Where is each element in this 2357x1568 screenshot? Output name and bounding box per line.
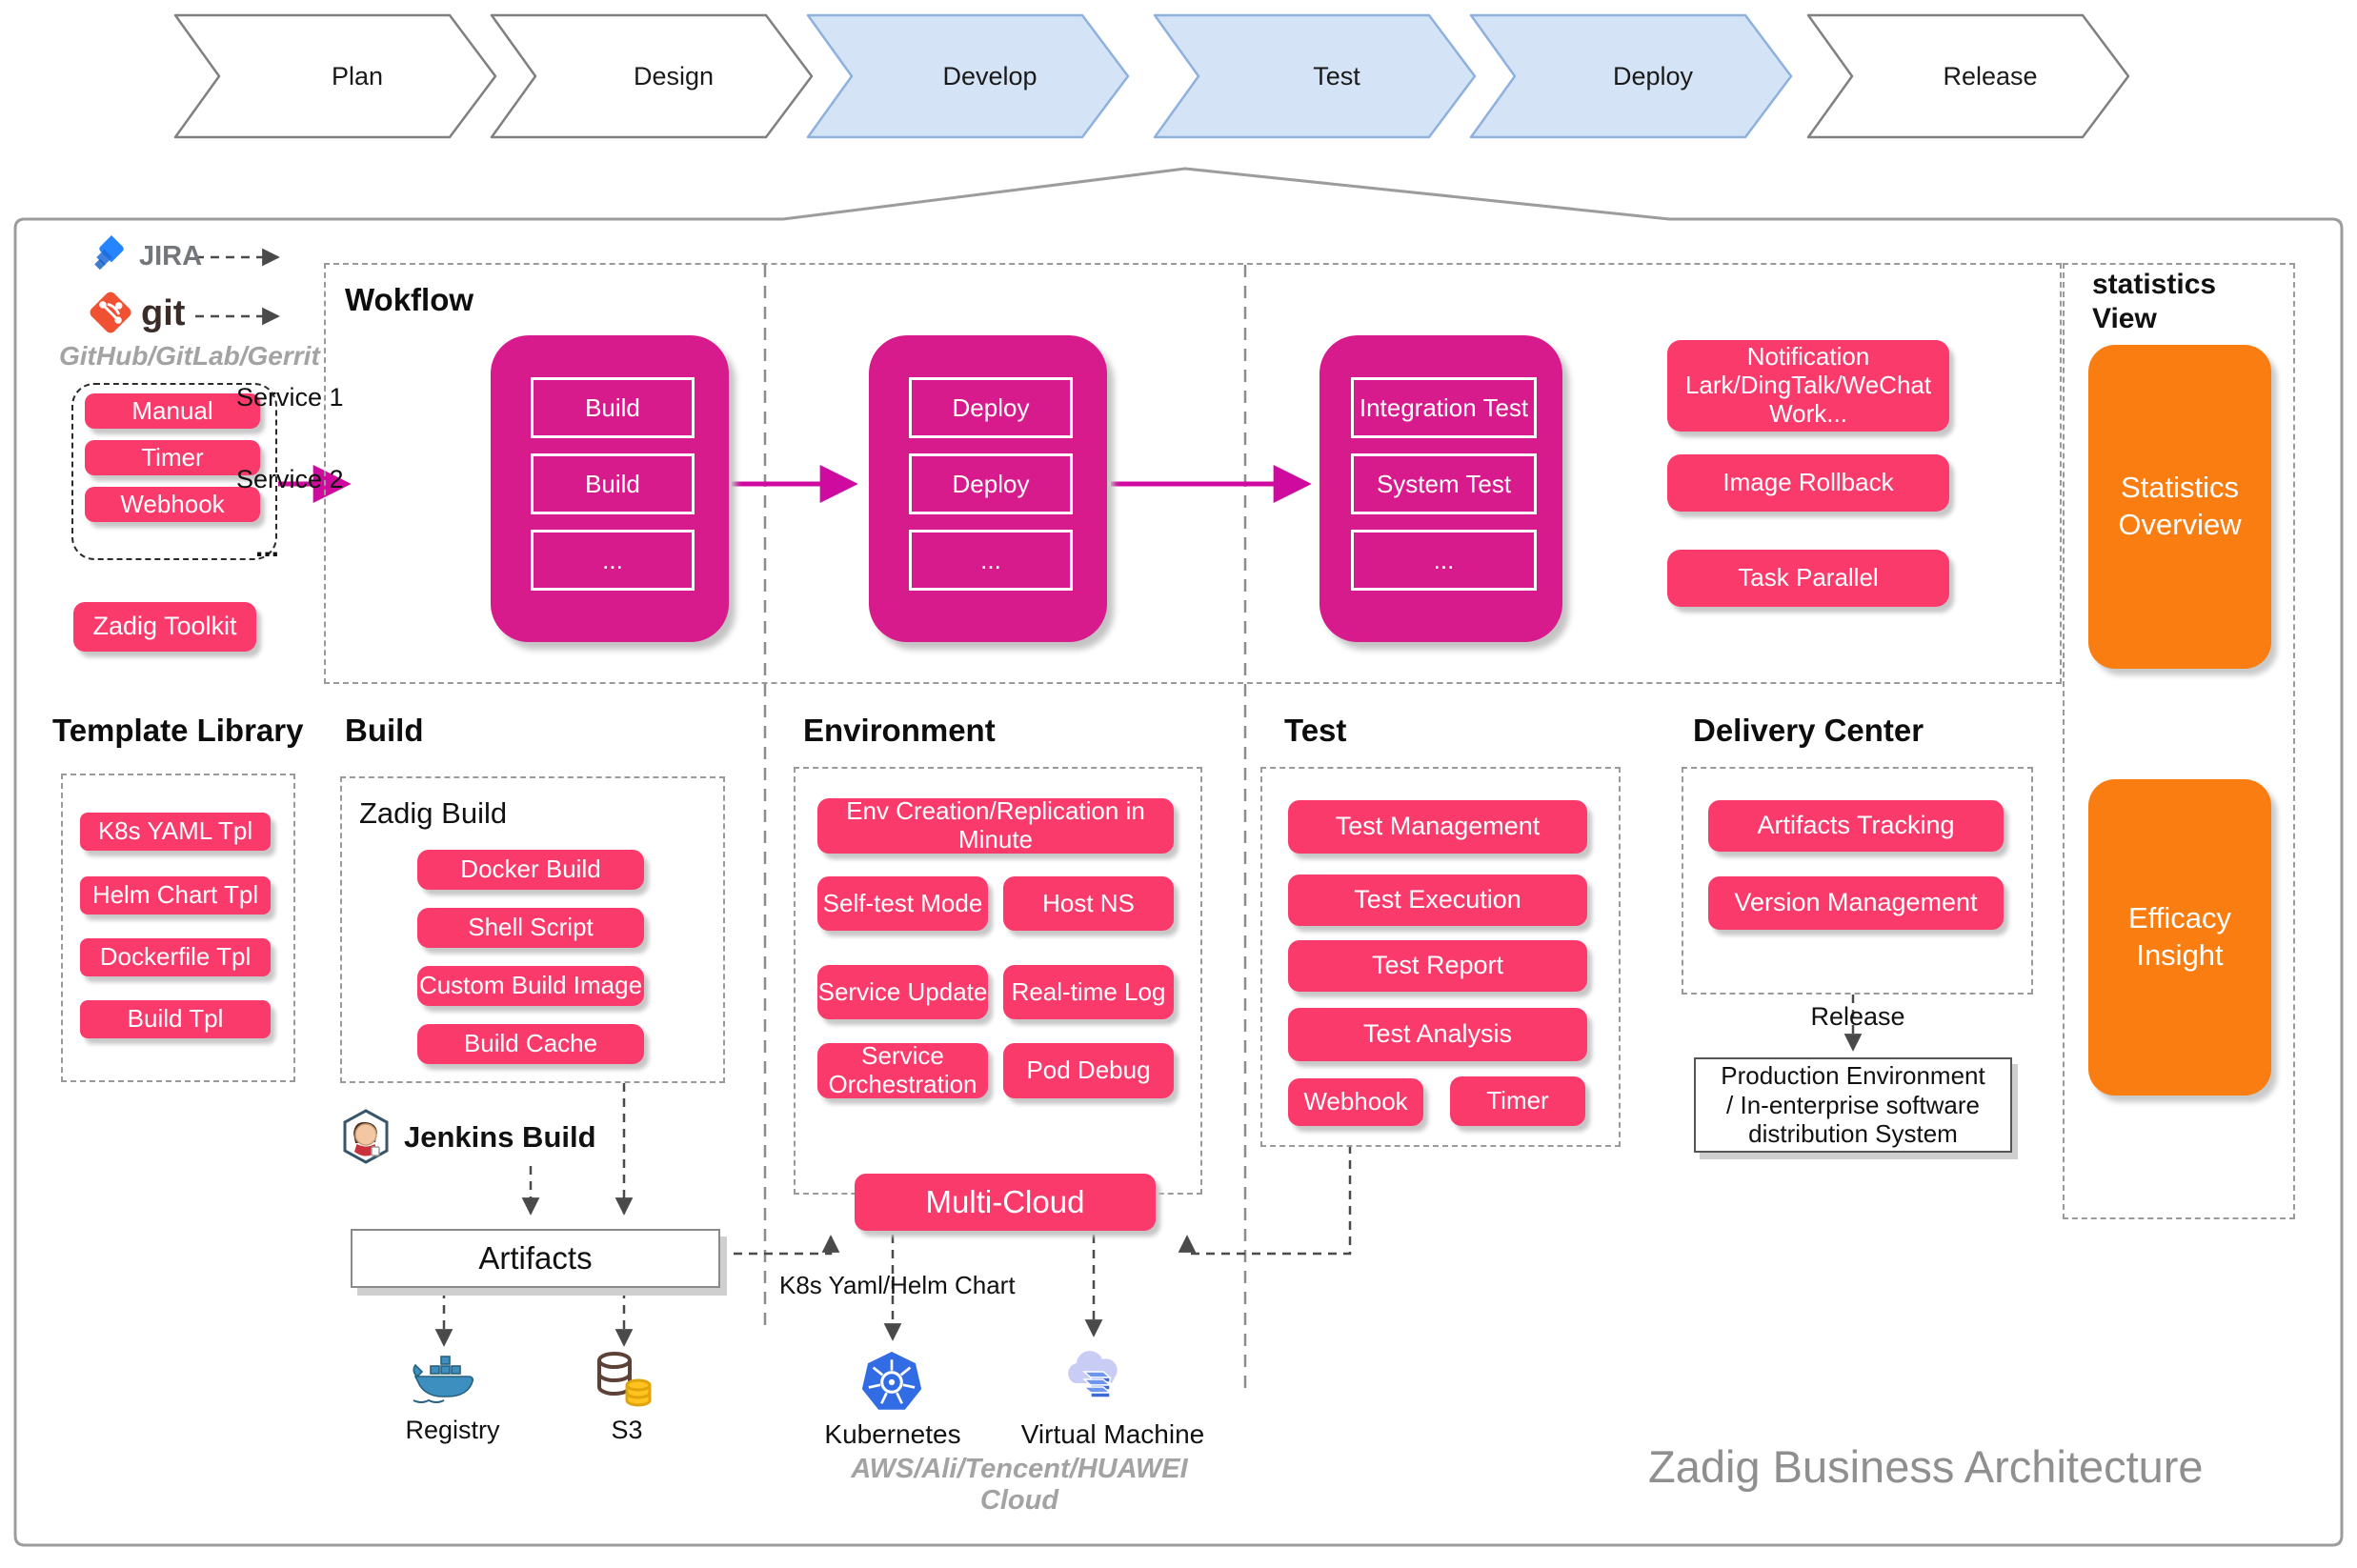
git-icon	[90, 291, 131, 333]
build-cache-node: Build Cache	[417, 1024, 644, 1064]
production-line1: Production Environment	[1721, 1060, 1985, 1090]
git-providers-label: GitHub/GitLab/Gerrit	[59, 341, 320, 371]
artifacts-to-multicloud-arrow	[718, 1235, 840, 1256]
test-execution-node: Test Execution	[1288, 874, 1587, 926]
template-library-title: Template Library	[52, 713, 304, 748]
build-step-1: Build	[531, 377, 695, 438]
test-step-1: Integration Test	[1351, 377, 1537, 438]
trigger-timer-node: Timer	[85, 440, 260, 475]
environment-section-title: Environment	[803, 713, 996, 748]
build-section-title: Build	[345, 713, 424, 748]
jira-label: JIRA	[139, 240, 203, 271]
build-step-more: ...	[531, 530, 695, 591]
release-label: Release	[1810, 1002, 1905, 1031]
task-parallel-node: Task Parallel	[1667, 550, 1949, 607]
image-rollback-node: Image Rollback	[1667, 454, 1949, 512]
deploy-step-1: Deploy	[909, 377, 1073, 438]
self-test-mode-node: Self-test Mode	[817, 876, 988, 931]
trigger-webhook-node: Webhook	[85, 487, 260, 522]
zadig-toolkit-node: Zadig Toolkit	[73, 602, 256, 652]
zadig-build-title: Zadig Build	[359, 796, 508, 830]
artifacts-tracking-node: Artifacts Tracking	[1708, 800, 2004, 852]
jenkins-build-label: Jenkins Build	[404, 1120, 596, 1154]
service-update-node: Service Update	[817, 965, 988, 1019]
env-creation-line2: Minute	[957, 825, 1034, 854]
pipeline-stage-deploy: Deploy	[1612, 61, 1694, 90]
build-tpl-node: Build Tpl	[80, 1000, 271, 1038]
pipeline-stage-design: Design	[633, 61, 715, 90]
notification-title: Notification	[1746, 342, 1870, 372]
workflow-title: Wokflow	[345, 282, 474, 317]
pipeline-stage-plan: Plan	[331, 61, 384, 90]
workflow-deploy-stage: Deploy Deploy ...	[869, 335, 1107, 642]
trigger-manual-node: Manual	[85, 393, 260, 429]
pipeline-stage-develop: Develop	[942, 61, 1037, 90]
jenkins-icon	[343, 1109, 389, 1164]
service-2-label: Service 2	[236, 465, 344, 493]
statistics-title-line2: View	[2092, 303, 2157, 334]
efficacy-insight-node: Efficacy Insight	[2088, 779, 2271, 1096]
workflow-build-stage: Build Build ...	[491, 335, 729, 642]
s3-icon	[597, 1352, 652, 1407]
env-creation-node: Env Creation/Replication in Minute	[817, 796, 1174, 854]
pipeline-stage-test: Test	[1313, 61, 1360, 90]
dockerfile-tpl-node: Dockerfile Tpl	[80, 938, 271, 976]
test-timer-node: Timer	[1450, 1076, 1585, 1126]
statistics-overview-node: Statistics Overview	[2088, 345, 2271, 669]
production-environment-node: Production Environment / In-enterprise s…	[1694, 1057, 2012, 1153]
multi-cloud-node: Multi-Cloud	[855, 1174, 1156, 1231]
statistics-title-line1: statistics	[2092, 269, 2217, 300]
test-step-2: System Test	[1351, 453, 1537, 514]
production-line3: distribution System	[1748, 1119, 1958, 1149]
build-step-2: Build	[531, 453, 695, 514]
kubernetes-icon	[861, 1352, 922, 1410]
kubernetes-label: Kubernetes	[824, 1419, 961, 1449]
workflow-test-stage: Integration Test System Test ...	[1320, 335, 1562, 642]
shell-script-node: Shell Script	[417, 908, 644, 948]
notification-line1: Lark/DingTalk/WeChat	[1684, 371, 1932, 400]
pipeline-stage-release: Release	[1943, 61, 2038, 90]
service-orchestration-node: Service Orchestration	[817, 1041, 988, 1098]
artifacts-node: Artifacts	[351, 1229, 720, 1288]
env-creation-line1: Env Creation/Replication in	[846, 796, 1145, 826]
test-step-more: ...	[1351, 530, 1537, 591]
service-1-label: Service 1	[236, 383, 344, 412]
notification-line2: Work...	[1769, 398, 1847, 428]
helm-chart-tpl-node: Helm Chart Tpl	[80, 876, 271, 915]
jira-icon	[94, 235, 124, 271]
virtual-machine-label: Virtual Machine	[1020, 1419, 1205, 1449]
realtime-log-node: Real-time Log	[1003, 965, 1174, 1019]
pod-debug-node: Pod Debug	[1003, 1043, 1174, 1098]
production-line2: / In-enterprise software	[1726, 1090, 1980, 1119]
deploy-step-2: Deploy	[909, 453, 1073, 514]
test-to-multicloud-arrow	[1178, 1145, 1352, 1256]
version-management-node: Version Management	[1708, 876, 2004, 930]
custom-build-image-node: Custom Build Image	[417, 966, 644, 1006]
virtual-machine-icon	[1068, 1351, 1118, 1398]
clouds-label: AWS/Ali/Tencent/HUAWEI Cloud	[851, 1454, 1188, 1516]
git-label: git	[141, 292, 186, 333]
test-report-node: Test Report	[1288, 940, 1587, 992]
deploy-step-more: ...	[909, 530, 1073, 591]
registry-label: Registry	[405, 1416, 500, 1444]
s3-label: S3	[611, 1416, 643, 1444]
k8s-yaml-helm-label: K8s Yaml/Helm Chart	[779, 1271, 1016, 1299]
host-ns-node: Host NS	[1003, 876, 1174, 931]
delivery-section-title: Delivery Center	[1693, 713, 1924, 748]
service-more-label: ...	[255, 532, 280, 563]
docker-build-node: Docker Build	[417, 850, 644, 890]
notification-node: Notification Lark/DingTalk/WeChat Work..…	[1667, 340, 1949, 432]
docker-registry-icon	[413, 1356, 474, 1403]
test-management-node: Test Management	[1288, 800, 1587, 854]
k8s-yaml-tpl-node: K8s YAML Tpl	[80, 813, 271, 851]
test-section-title: Test	[1284, 713, 1347, 748]
test-webhook-node: Webhook	[1288, 1078, 1423, 1126]
diagram-title: Zadig Business Architecture	[1648, 1441, 2204, 1492]
test-analysis-node: Test Analysis	[1288, 1008, 1587, 1061]
